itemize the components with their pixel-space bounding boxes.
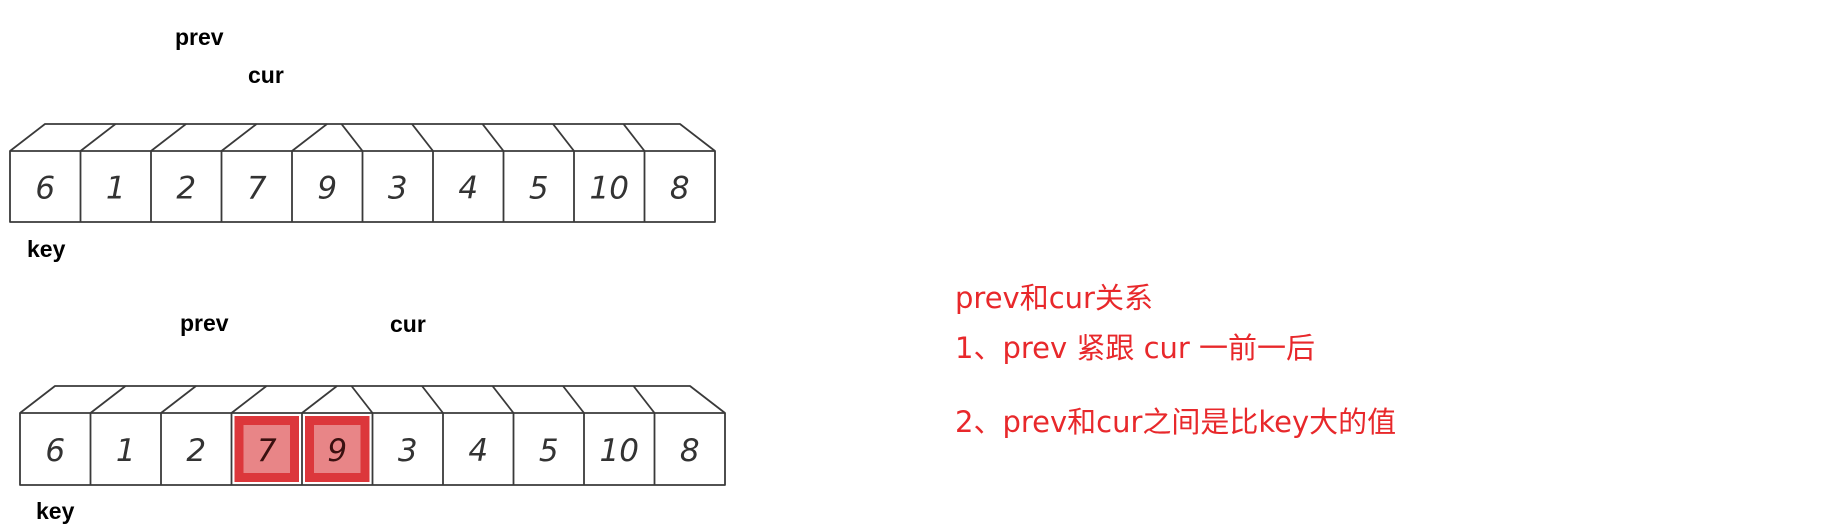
array-cell-value: 7 xyxy=(257,433,277,469)
array-cell-value: 1 xyxy=(116,433,136,469)
array-cell-value: 2 xyxy=(176,171,196,207)
array-cell-value: 8 xyxy=(680,433,700,469)
array-cell-value: 10 xyxy=(590,171,629,207)
prev-label-2: prev xyxy=(180,310,229,336)
array-cell-value: 3 xyxy=(388,171,408,207)
array-cell-value: 4 xyxy=(458,171,478,207)
array-1-boxes: 6 1 2 7 9 3 4 5 10 8 xyxy=(9,123,716,223)
note-line-2: 2、prev和cur之间是比key大的值 xyxy=(955,405,1397,439)
array-cell-value: 5 xyxy=(529,171,549,207)
highlight-cell-inner-4 xyxy=(314,425,361,473)
array-cell-value: 9 xyxy=(327,433,347,469)
array-cell-value: 3 xyxy=(398,433,418,469)
array-cell-value: 6 xyxy=(35,171,55,207)
note-line-1: 1、prev 紧跟 cur 一前一后 xyxy=(955,331,1316,365)
cur-label-1: cur xyxy=(248,62,284,88)
box-outline xyxy=(9,123,716,223)
array-cell-value: 6 xyxy=(45,433,65,469)
note-title: prev和cur关系 xyxy=(955,281,1153,315)
array-cell-value: 4 xyxy=(468,433,488,469)
array-cell-value: 2 xyxy=(186,433,206,469)
highlight-cell-inner-3 xyxy=(243,425,290,473)
key-label-2: key xyxy=(36,498,75,524)
prev-label-1: prev xyxy=(175,24,224,50)
key-label-1: key xyxy=(27,236,66,262)
array-cell-value: 9 xyxy=(317,171,337,207)
array-cell-value: 10 xyxy=(600,433,639,469)
array-cell-value: 7 xyxy=(247,171,267,207)
array-cell-value: 8 xyxy=(670,171,690,207)
array-cell-value: 5 xyxy=(539,433,559,469)
cur-label-2: cur xyxy=(390,311,426,337)
array-cell-value: 1 xyxy=(106,171,126,207)
array-2-boxes: 6 1 2 7 9 3 4 5 10 8 xyxy=(19,385,726,486)
box-outline xyxy=(19,385,726,486)
